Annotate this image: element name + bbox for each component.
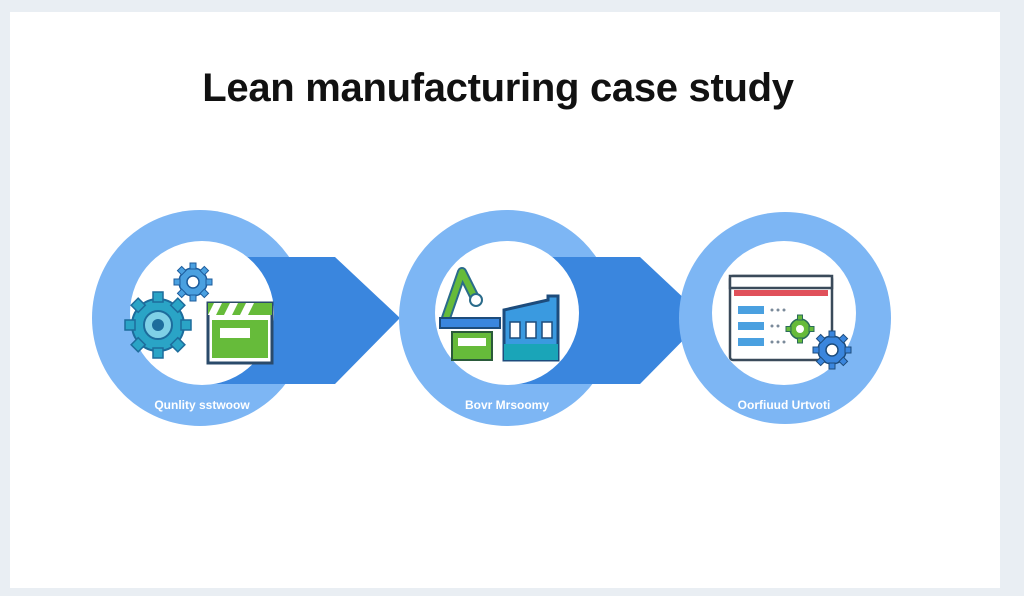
dashboard-with-gears-icon — [728, 274, 852, 370]
step-3-label: Oorfiuud Urtvoti — [737, 398, 831, 412]
step-2-label: Bovr Mrsoomy — [464, 398, 550, 412]
gears-and-machine-icon — [124, 262, 274, 365]
step-1-label: Qunlity sstwoow — [154, 398, 250, 412]
page-title: Lean manufacturing case study — [202, 66, 794, 110]
robotic-arm-factory-icon — [439, 267, 560, 362]
